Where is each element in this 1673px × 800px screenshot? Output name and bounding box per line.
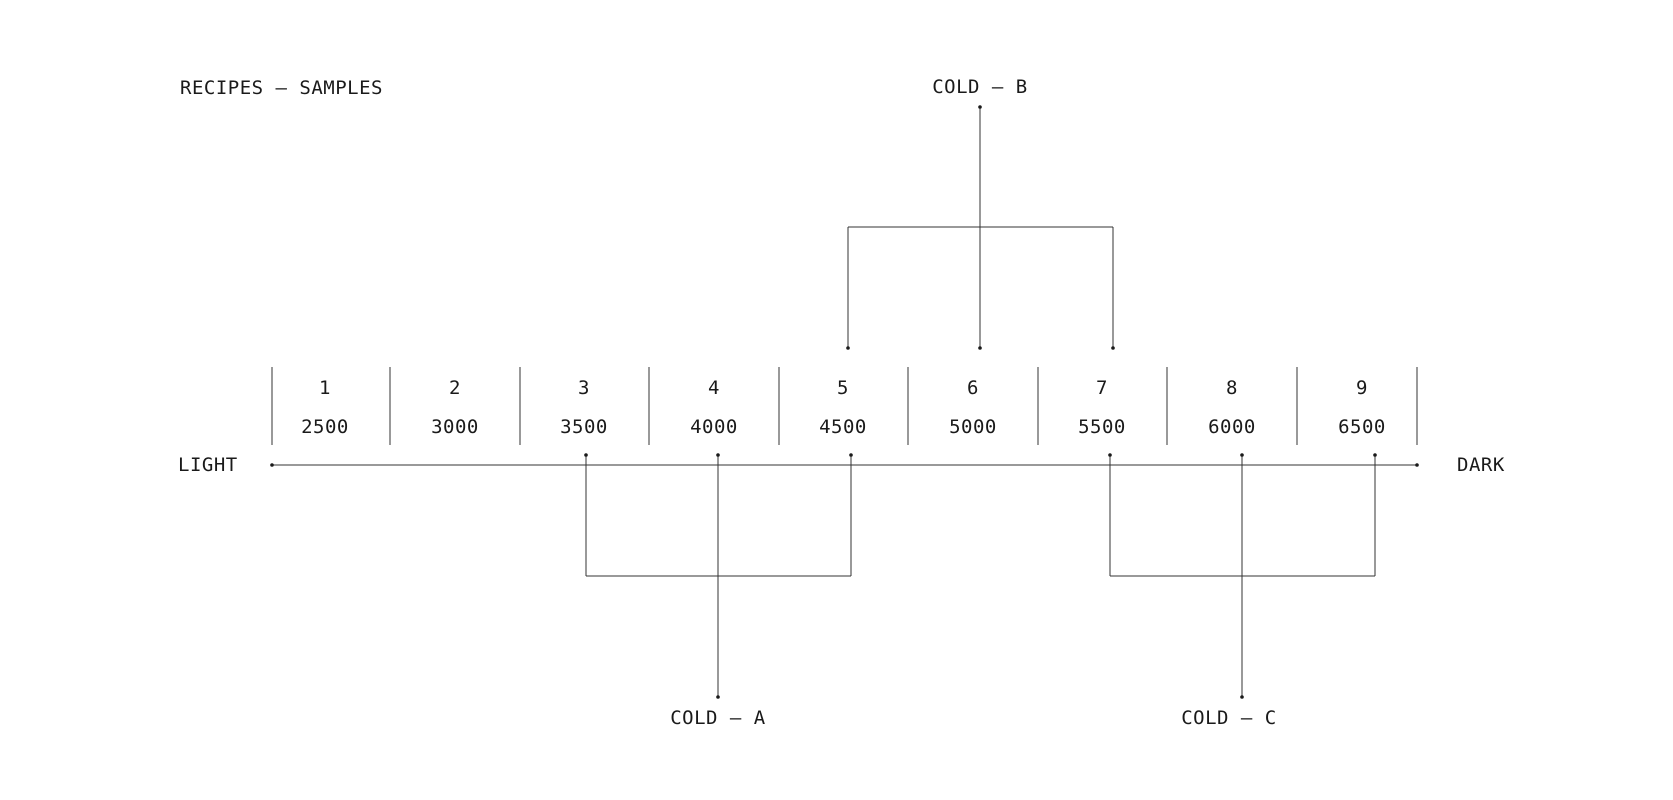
sample-cells: 1 2500 2 3000 3 3500 4 4000 5 4500 6 500… — [301, 377, 1386, 438]
connector-dot — [1373, 453, 1377, 457]
sample-number: 5 — [837, 377, 849, 399]
group-cold-c-connector — [1108, 453, 1377, 699]
connector-dot — [849, 453, 853, 457]
sample-value: 4500 — [819, 416, 867, 438]
group-label-cold-b: COLD — B — [932, 76, 1028, 98]
sample-number: 2 — [449, 377, 461, 399]
sample-number: 8 — [1226, 377, 1238, 399]
scale-left-label: LIGHT — [178, 454, 238, 476]
group-cold-b-connector — [846, 105, 1115, 350]
group-label-cold-a: COLD — A — [670, 707, 766, 729]
sample-value: 4000 — [690, 416, 738, 438]
connector-dot — [978, 105, 982, 109]
sample-value: 6000 — [1208, 416, 1256, 438]
group-label-cold-c: COLD — C — [1181, 707, 1277, 729]
sample-number: 6 — [967, 377, 979, 399]
sample-number: 3 — [578, 377, 590, 399]
connector-dot — [584, 453, 588, 457]
connector-dot — [716, 695, 720, 699]
connector-dot — [978, 346, 982, 350]
sample-dividers — [271, 367, 1418, 445]
connector-dot — [1108, 453, 1112, 457]
sample-value: 3000 — [431, 416, 479, 438]
sample-number: 4 — [708, 377, 720, 399]
sample-value: 3500 — [560, 416, 608, 438]
sample-value: 2500 — [301, 416, 349, 438]
diagram-title: RECIPES — SAMPLES — [180, 77, 383, 99]
scale-axis-end-dot — [1415, 463, 1419, 467]
sample-number: 7 — [1096, 377, 1108, 399]
group-cold-a-connector — [584, 453, 853, 699]
sample-number: 1 — [319, 377, 331, 399]
connector-dot — [716, 453, 720, 457]
connector-dot — [1111, 346, 1115, 350]
sample-value: 5500 — [1078, 416, 1126, 438]
connector-dot — [1240, 453, 1244, 457]
sample-value: 5000 — [949, 416, 997, 438]
sample-value: 6500 — [1338, 416, 1386, 438]
connector-dot — [846, 346, 850, 350]
sample-number: 9 — [1356, 377, 1368, 399]
scale-right-label: DARK — [1457, 454, 1505, 476]
connector-dot — [1240, 695, 1244, 699]
scale-axis-start-dot — [270, 463, 274, 467]
